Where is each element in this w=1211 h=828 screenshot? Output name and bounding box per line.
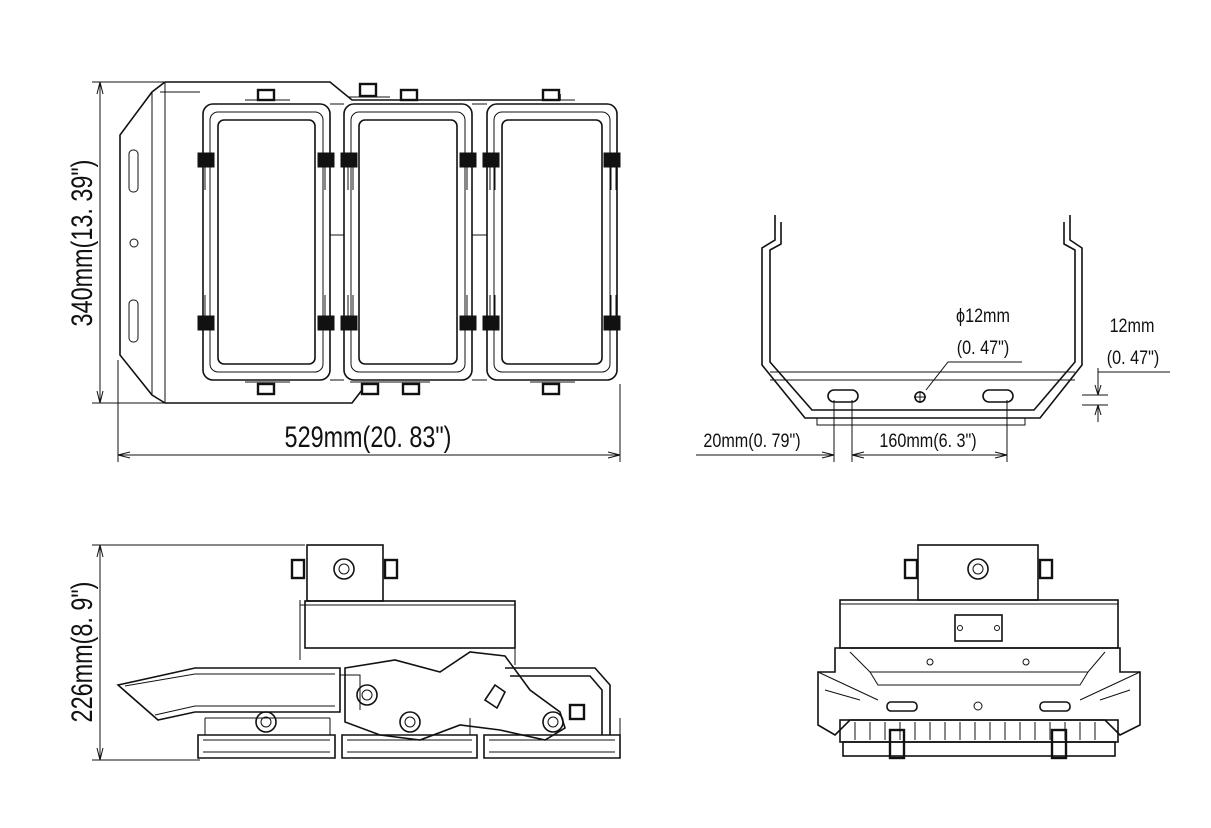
side-view-junction-box: [306, 544, 384, 602]
side-view-modules: [197, 717, 621, 759]
end-view: [817, 544, 1141, 760]
top-view-module-1: [202, 103, 331, 381]
side-view-pivot-4: [542, 711, 564, 733]
end-view-nameplate-screw-l: [957, 625, 963, 631]
end-view-slot-right: [1039, 701, 1071, 712]
end-view-junction-box: [917, 544, 1039, 601]
dim-width-top-line: [117, 360, 621, 462]
end-view-housing-inner: [817, 651, 1141, 701]
top-view-slot-upper: [128, 149, 139, 193]
dim-width-top-label: 529mm(20. 83"): [285, 420, 452, 453]
end-view-center-hole: [973, 701, 983, 711]
side-view-gland-left: [290, 558, 306, 580]
side-view-gland: [568, 703, 586, 721]
dim-height-side-line: [92, 544, 305, 761]
bracket-view-outline: [761, 215, 1083, 419]
end-view-slot-left: [886, 701, 918, 712]
end-view-box-nut: [967, 558, 989, 580]
side-view-arm: [116, 667, 341, 721]
bracket-view-hole-cross: [914, 391, 926, 403]
side-view-pivot-3: [399, 711, 421, 733]
top-view-frame: [330, 103, 487, 381]
end-view-gland-right: [1038, 558, 1054, 580]
top-view-bracket-inner: [151, 82, 200, 403]
end-view-nameplate: [954, 614, 1003, 642]
dim-slot-spacing-label: 160mm(6. 3"): [879, 430, 976, 452]
side-view-box-nut-inner: [338, 563, 350, 575]
side-view-pivot-1-inner: [361, 689, 373, 701]
end-view-nameplate-screw-r: [994, 625, 1000, 631]
side-view-hinge: [344, 651, 566, 741]
dim-thickness-label: 12mm: [1110, 315, 1155, 337]
bracket-view-inner-plate: [770, 371, 1075, 426]
top-view-bolts: [245, 82, 575, 396]
side-view-hinge-slot: [483, 683, 507, 710]
side-view-gland-right: [383, 558, 399, 580]
dim-height-top-label: 340mm(13. 39"): [65, 160, 98, 327]
dim-slot-offset-label: 20mm(0. 79"): [703, 430, 800, 452]
side-view: 226mm(8. 9"): [65, 544, 621, 761]
side-view-pivot-4-inner: [547, 716, 559, 728]
end-view-screw-r: [1022, 658, 1030, 666]
top-view: 340mm(13. 39") 529mm(20. 83"): [65, 81, 621, 462]
dim-height-top-line: [92, 81, 165, 404]
end-view-box-nut-inner: [972, 563, 984, 575]
top-view-slot-lower: [128, 299, 139, 343]
dim-thickness-label-in: (0. 47"): [1107, 347, 1159, 369]
dim-thickness-line: [1082, 368, 1170, 422]
side-view-pivot-1: [356, 684, 378, 706]
side-view-right-arm: [505, 667, 611, 735]
end-view-housing: [817, 647, 1141, 737]
side-view-driver-detail: [299, 600, 516, 665]
end-view-screw-l: [926, 658, 934, 666]
side-view-pivot-3-inner: [404, 716, 416, 728]
dim-height-side-label: 226mm(8. 9"): [65, 582, 98, 723]
top-view-module-3: [486, 103, 618, 381]
bracket-view-slot-right: [982, 389, 1014, 403]
dim-hole-label-in: (0. 47"): [957, 337, 1009, 359]
side-view-arm-inner: [124, 673, 361, 716]
top-view-clamps: [197, 152, 621, 331]
dim-slot-lines: [696, 400, 1008, 462]
side-view-pivot-2-inner: [260, 716, 272, 728]
end-view-gland-left: [903, 558, 919, 580]
dim-hole-leader: [925, 361, 1022, 391]
side-view-box-nut: [333, 558, 355, 580]
top-view-center-hole: [129, 238, 139, 248]
top-view-module-2: [343, 103, 473, 381]
bracket-view-inner: [769, 222, 1076, 411]
dim-hole-label: ϕ12mm: [956, 305, 1010, 327]
side-view-driver: [304, 600, 516, 649]
side-view-pivot-2: [255, 711, 277, 733]
bracket-view: ϕ12mm (0. 47") 12mm (0. 47") 20mm(0. 79"…: [696, 215, 1170, 462]
end-view-heatsink-fins: [839, 719, 1119, 760]
bracket-view-slot-left: [827, 389, 859, 403]
